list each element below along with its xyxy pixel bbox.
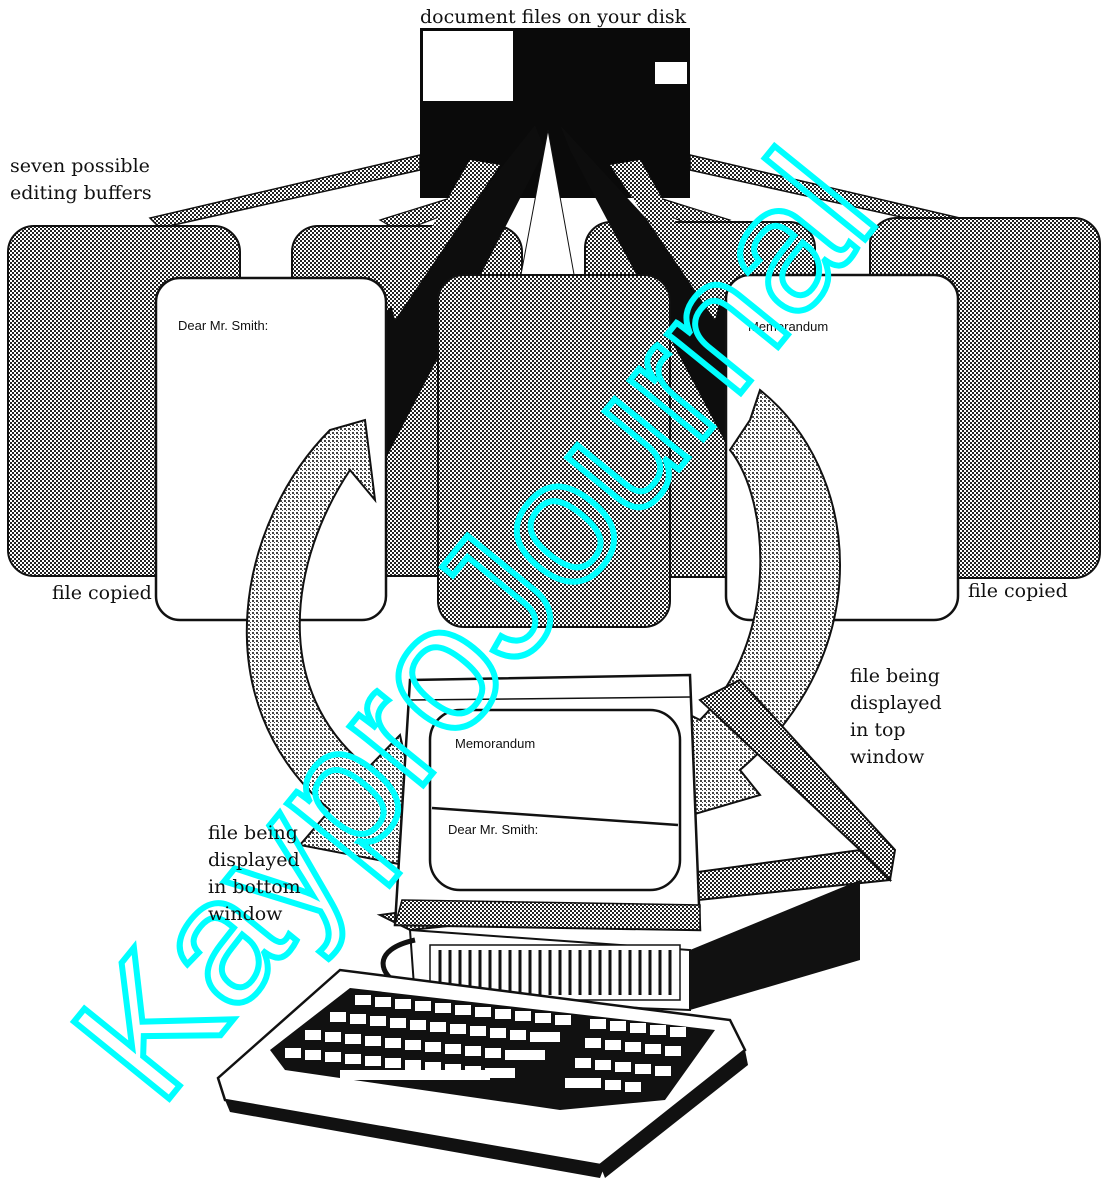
disk-title: document files on your disk	[420, 6, 686, 29]
buffers-label-line2: editing buffers	[10, 182, 152, 205]
doc-left-text: Dear Mr. Smith:	[178, 318, 268, 333]
bottom-window-line3: in bottom	[208, 876, 301, 899]
screen-bottom-text: Dear Mr. Smith:	[448, 822, 538, 837]
top-window-line2: displayed	[850, 692, 942, 715]
file-copied-right: file copied	[968, 580, 1068, 603]
bottom-window-line2: displayed	[208, 849, 300, 872]
buffers-label-line1: seven possible	[10, 155, 150, 178]
top-window-line3: in top	[850, 719, 906, 742]
file-copied-left: file copied	[52, 582, 152, 605]
bottom-window-line4: window	[208, 903, 282, 926]
top-window-line4: window	[850, 746, 924, 769]
bottom-window-line1: file being	[208, 822, 298, 845]
top-window-line1: file being	[850, 665, 940, 688]
